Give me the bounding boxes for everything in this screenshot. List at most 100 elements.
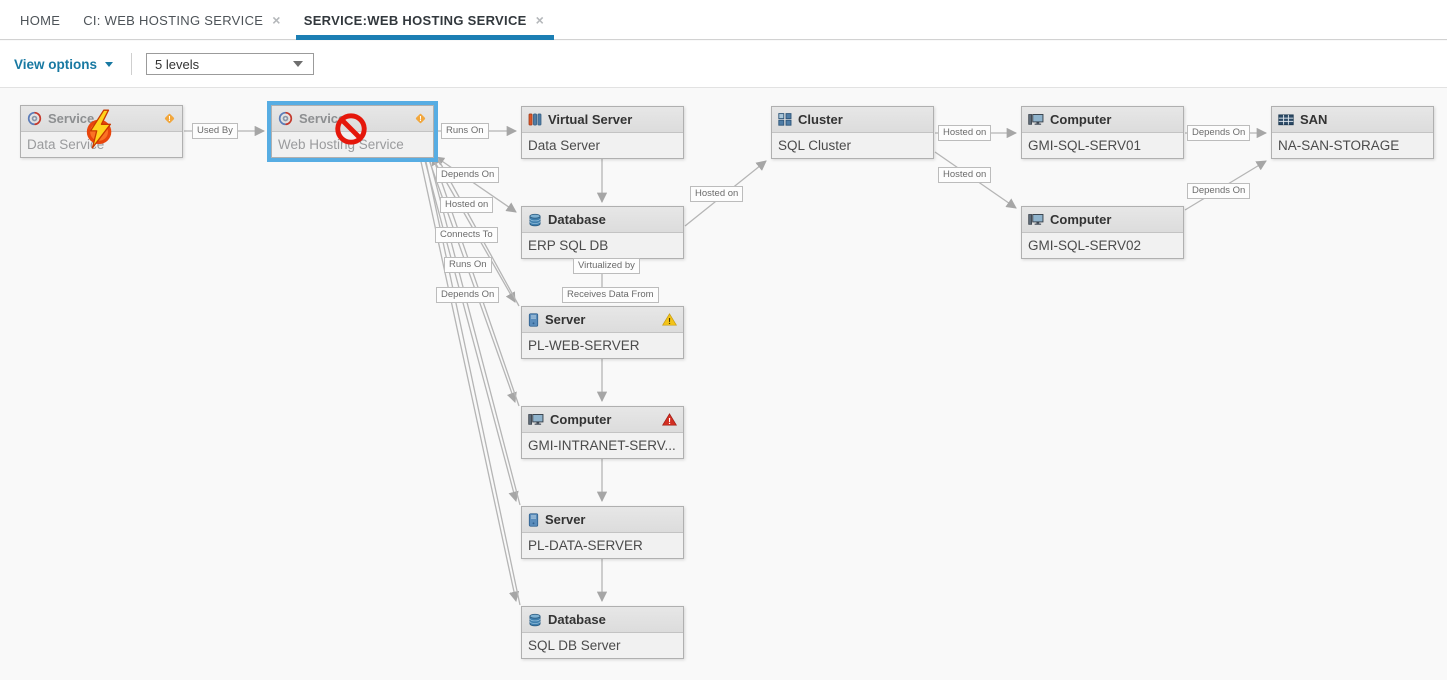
cluster-icon: [778, 113, 792, 126]
edge-label-connects-to: Connects To: [435, 227, 498, 243]
node-name-label: GMI-SQL-SERV01: [1028, 138, 1142, 153]
warning-triangle-yellow-icon: !: [662, 313, 677, 326]
node-header: Virtual Server: [522, 107, 683, 133]
node-type-label: Server: [545, 312, 586, 327]
edge-label-hosted-on: Hosted on: [938, 167, 992, 183]
node-web-hosting-service[interactable]: Service ! Web Hosting Service: [267, 101, 438, 162]
levels-select[interactable]: 5 levels: [146, 53, 315, 75]
node-header: Computer: [1022, 207, 1183, 233]
node-data-service[interactable]: Service ! Data Service: [20, 105, 183, 158]
node-name-label: Web Hosting Service: [278, 137, 404, 152]
edge-label-depends-on: Depends On: [1187, 183, 1251, 199]
node-computer-gmi-sql-serv01[interactable]: Computer GMI-SQL-SERV01: [1021, 106, 1184, 159]
node-computer-gmi-intranet-serv[interactable]: Computer ! GMI-INTRANET-SERV...: [521, 406, 684, 459]
computer-icon: [528, 414, 544, 425]
database-icon: [529, 213, 541, 226]
view-options-label: View options: [14, 56, 98, 72]
levels-value: 5 levels: [155, 56, 200, 72]
warning-diamond-icon: !: [414, 112, 427, 125]
service-icon: [278, 111, 293, 126]
lightning-icon: [84, 109, 116, 154]
node-header: Database: [522, 607, 683, 633]
node-type-label: Service: [48, 111, 95, 126]
node-header: Server !: [522, 307, 683, 333]
close-icon[interactable]: ×: [535, 12, 545, 28]
edge-label-runs-on: Runs On: [444, 257, 492, 273]
edge-label-hosted-on: Hosted on: [440, 197, 494, 213]
edge-label-hosted-on: Hosted on: [938, 125, 992, 141]
node-server-pl-data-server[interactable]: Server PL-DATA-SERVER: [521, 506, 684, 559]
node-type-label: Computer: [1050, 112, 1112, 127]
tab-home[interactable]: HOME: [20, 0, 60, 40]
node-virtual-server-data-server[interactable]: Virtual Server Data Server: [521, 106, 684, 159]
node-computer-gmi-sql-serv02[interactable]: Computer GMI-SQL-SERV02: [1021, 206, 1184, 259]
edge-label-runs-on: Runs On: [441, 123, 489, 139]
node-header: Server: [522, 507, 683, 533]
tab-ci-web-hosting-service[interactable]: CI: WEB HOSTING SERVICE ×: [83, 0, 281, 40]
node-type-label: Database: [548, 212, 606, 227]
node-name-label: PL-DATA-SERVER: [528, 538, 643, 553]
edge-label-depends-on: Depends On: [436, 287, 500, 303]
node-name-label: Data Server: [528, 138, 601, 153]
tab-service-web-hosting-service[interactable]: SERVICE:WEB HOSTING SERVICE ×: [295, 0, 555, 40]
tab-label: HOME: [20, 12, 61, 28]
node-name-label: SQL DB Server: [528, 638, 621, 653]
tab-bar: HOME CI: WEB HOSTING SERVICE × SERVICE:W…: [0, 0, 1447, 40]
edge-label-virtualized-by: Virtualized by: [573, 258, 640, 274]
node-name-label: SQL Cluster: [778, 138, 852, 153]
node-type-label: Server: [545, 512, 586, 527]
edge-label-depends-on: Depends On: [436, 167, 500, 183]
node-type-label: Computer: [550, 412, 612, 427]
node-type-label: Service: [299, 111, 346, 126]
node-header: Computer: [1022, 107, 1183, 133]
map-canvas[interactable]: [0, 88, 1447, 680]
svg-text:!: !: [168, 114, 170, 123]
node-name-label: ERP SQL DB: [528, 238, 609, 253]
node-cluster-sql-cluster[interactable]: Cluster SQL Cluster: [771, 106, 934, 159]
svg-text:!: !: [668, 316, 671, 326]
node-name-label: Data Service: [27, 137, 105, 152]
node-name-label: GMI-INTRANET-SERV...: [528, 438, 676, 453]
tab-label: CI: WEB HOSTING SERVICE: [83, 12, 264, 28]
virtual-server-icon: [528, 113, 542, 126]
node-name-label: NA-SAN-STORAGE: [1278, 138, 1400, 153]
node-database-erp-sql-db[interactable]: Database ERP SQL DB: [521, 206, 684, 259]
node-san-na-san-storage[interactable]: SAN NA-SAN-STORAGE: [1271, 106, 1434, 159]
node-header: Computer !: [522, 407, 683, 433]
node-type-label: Virtual Server: [548, 112, 633, 127]
node-type-label: SAN: [1300, 112, 1328, 127]
node-type-label: Cluster: [798, 112, 843, 127]
toolbar-divider: [131, 53, 133, 75]
svg-text:!: !: [419, 114, 421, 123]
edge-label-used-by: Used By: [192, 123, 238, 139]
chevron-down-icon: [105, 61, 114, 67]
database-icon: [529, 613, 541, 626]
computer-icon: [1028, 114, 1044, 125]
node-type-label: Computer: [1050, 212, 1112, 227]
svg-text:!: !: [668, 416, 671, 426]
edge-label-depends-on: Depends On: [1187, 125, 1251, 141]
node-server-pl-web-server[interactable]: Server ! PL-WEB-SERVER: [521, 306, 684, 359]
blocked-icon: [334, 112, 368, 151]
san-icon: [1278, 113, 1294, 125]
edge-label-receives-data-from: Receives Data From: [562, 287, 659, 303]
node-header: Database: [522, 207, 683, 233]
node-type-label: Database: [548, 612, 606, 627]
service-icon: [27, 111, 42, 126]
node-name-label: PL-WEB-SERVER: [528, 338, 640, 353]
server-icon: [528, 312, 539, 327]
map-toolbar: View options 5 levels: [0, 41, 1447, 88]
close-icon[interactable]: ×: [272, 12, 281, 28]
tab-label: SERVICE:WEB HOSTING SERVICE: [303, 12, 527, 28]
edge-label-hosted-on: Hosted on: [690, 186, 744, 202]
node-name-label: GMI-SQL-SERV02: [1028, 238, 1142, 253]
node-database-sql-db-server[interactable]: Database SQL DB Server: [521, 606, 684, 659]
warning-triangle-red-icon: !: [662, 413, 677, 426]
node-header: Cluster: [772, 107, 933, 133]
view-options-button[interactable]: View options: [14, 56, 114, 72]
node-header: SAN: [1272, 107, 1433, 133]
chevron-down-icon: [293, 61, 304, 67]
warning-diamond-icon: !: [163, 112, 176, 125]
computer-icon: [1028, 214, 1044, 225]
